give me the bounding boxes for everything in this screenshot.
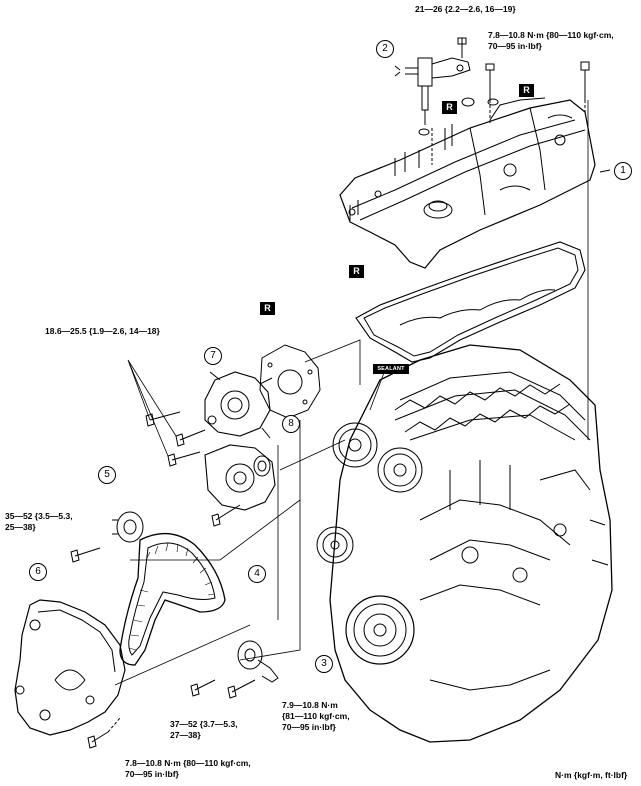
callout-8: 8 — [282, 415, 300, 433]
torque-label-pump: 18.6—25.5 {1.9—2.6, 14—18} — [45, 326, 160, 336]
replace-badge-injector-seal: R — [442, 101, 457, 114]
cylinder-head-cover — [339, 97, 596, 269]
pump-bolts — [145, 411, 241, 527]
replace-badge-washer: R — [519, 84, 534, 97]
torque-label-bottom-line2: 70—95 in·lbf} — [125, 769, 179, 779]
leader-lines — [114, 339, 386, 686]
idler-pulley — [70, 511, 144, 563]
torque-label-mid-line1: 37—52 {3.7—5.3, — [170, 719, 238, 729]
torque-label-tensioner-line1: 7.9—10.8 N·m — [282, 700, 338, 710]
callout-1: 1 — [614, 162, 632, 180]
callout-5: 5 — [98, 466, 116, 484]
torque-label-left-line2: 25—38} — [5, 522, 36, 532]
torque-label-tensioner-line3: 70—95 in·lbf} — [282, 722, 336, 732]
engine-block — [316, 344, 613, 743]
torque-label-right-line1: 7.8—10.8 N·m {80—110 kgf·cm, — [488, 30, 614, 40]
timing-belt — [119, 533, 226, 666]
tensioner — [190, 640, 279, 699]
torque-label-top: 21—26 {2.2—2.6, 16—19} — [415, 4, 516, 14]
water-pump-gasket — [259, 344, 321, 419]
replace-badge-gasket: R — [349, 265, 364, 278]
callout-2: 2 — [376, 40, 394, 58]
replace-badge-pump-gasket: R — [260, 302, 275, 315]
injector-assembly — [394, 57, 499, 136]
torque-label-mid-line2: 27—38} — [170, 730, 201, 740]
water-pump — [204, 371, 273, 439]
callout-6: 6 — [29, 563, 47, 581]
idler-pulley-bracket — [204, 444, 276, 511]
timing-belt-cover — [14, 599, 126, 749]
callout-7: 7 — [204, 347, 222, 365]
torque-label-left-line1: 35—52 {3.5—5.3, — [5, 511, 73, 521]
sealant-badge: SEALANT — [373, 364, 409, 374]
cover-bolts — [457, 37, 590, 125]
torque-label-right-line2: 70—95 in·lbf} — [488, 41, 542, 51]
callout-4: 4 — [248, 565, 266, 583]
units-note: N·m {kgf·m, ft·lbf} — [555, 770, 628, 780]
torque-label-bottom-line1: 7.8—10.8 N·m {80—110 kgf·cm, — [125, 758, 251, 768]
torque-label-tensioner-line2: {81—110 kgf·cm, — [282, 711, 350, 721]
head-cover-gasket — [355, 241, 586, 363]
callout-3: 3 — [315, 655, 333, 673]
